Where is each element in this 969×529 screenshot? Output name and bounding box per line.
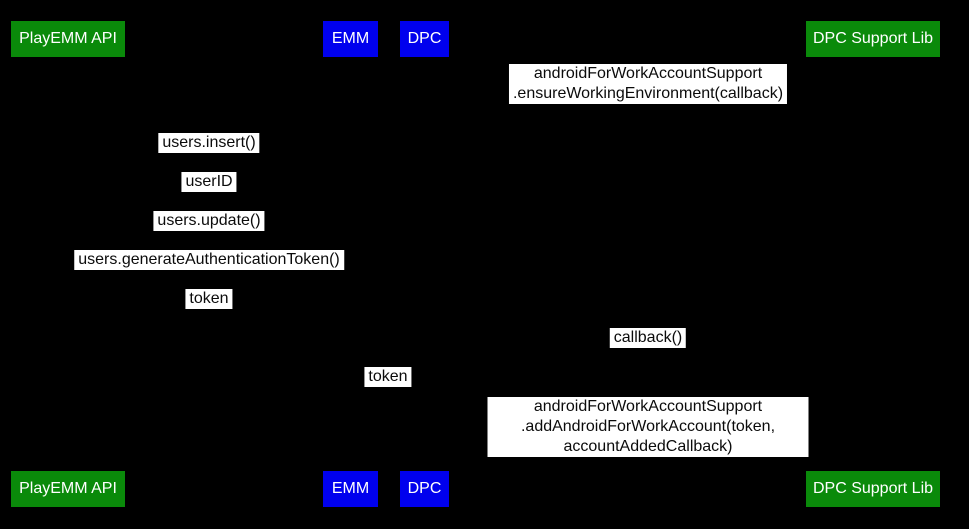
actor-playemm-api-bottom: PlayEMM API: [11, 471, 125, 507]
message-add-android-for-work-account: androidForWorkAccountSupport .addAndroid…: [487, 397, 809, 457]
message-users-generate-authentication-token: users.generateAuthenticationToken(): [74, 250, 344, 270]
actor-dpc-support-lib-bottom: DPC Support Lib: [806, 471, 940, 507]
message-callback: callback(): [609, 328, 687, 348]
actor-emm-bottom: EMM: [323, 471, 378, 507]
message-token-to-emm: token: [185, 289, 233, 309]
message-ensure-working-environment: androidForWorkAccountSupport .ensureWork…: [508, 64, 788, 104]
message-userid: userID: [181, 172, 237, 192]
actor-dpc-top: DPC: [400, 21, 449, 57]
actor-dpc-bottom: DPC: [400, 471, 449, 507]
actor-playemm-api-top: PlayEMM API: [11, 21, 125, 57]
actor-dpc-support-lib-top: DPC Support Lib: [806, 21, 940, 57]
message-token-to-dpc: token: [364, 367, 412, 387]
message-users-insert: users.insert(): [158, 133, 260, 153]
actor-emm-top: EMM: [323, 21, 378, 57]
message-users-update: users.update(): [153, 211, 265, 231]
